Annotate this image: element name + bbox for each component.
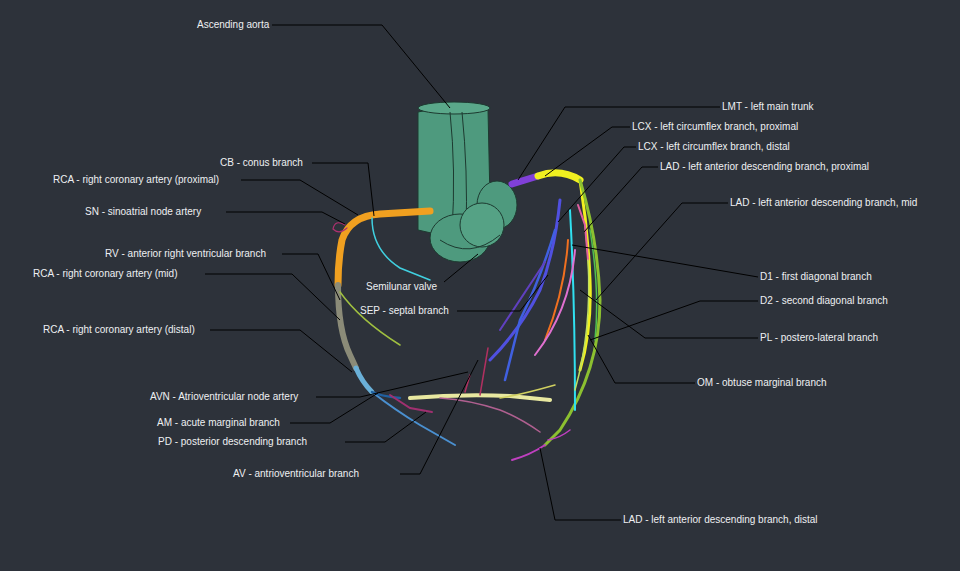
- part-label: AVN - Atrioventricular node artery: [150, 391, 298, 403]
- left-coronary-vessels: [490, 173, 600, 460]
- part-label: Ascending aorta: [197, 19, 269, 31]
- part-label: LAD - left anterior descending branch, p…: [660, 161, 869, 173]
- part-label: PD - posterior descending branch: [158, 436, 307, 448]
- part-label: LCX - left circumflex branch, distal: [638, 141, 790, 153]
- aorta: [418, 102, 517, 262]
- part-label: AM - acute marginal branch: [157, 417, 280, 429]
- part-label: PL - postero-lateral branch: [760, 332, 878, 344]
- part-label: LCX - left circumflex branch, proximal: [632, 121, 798, 133]
- part-label: SEP - septal branch: [360, 305, 449, 317]
- part-label: RV - anterior right ventricular branch: [105, 248, 266, 260]
- part-label: SN - sinoatrial node artery: [85, 206, 201, 218]
- right-coronary-vessels: [333, 211, 555, 445]
- part-label: D2 - second diagonal branch: [760, 295, 888, 307]
- part-label: AV - antrioventricular branch: [233, 468, 359, 480]
- part-label: RCA - right coronary artery (distal): [43, 324, 195, 336]
- part-label: LAD - left anterior descending branch, m…: [730, 197, 917, 209]
- part-label: RCA - right coronary artery (proximal): [53, 174, 219, 186]
- part-label: CB - conus branch: [220, 157, 303, 169]
- part-label: LMT - left main trunk: [722, 101, 814, 113]
- part-label: Semilunar valve: [366, 281, 437, 293]
- part-label: D1 - first diagonal branch: [760, 271, 872, 283]
- part-label: RCA - right coronary artery (mid): [33, 268, 177, 280]
- part-label: LAD - left anterior descending branch, d…: [623, 514, 818, 526]
- part-label: OM - obtuse marginal branch: [697, 377, 827, 389]
